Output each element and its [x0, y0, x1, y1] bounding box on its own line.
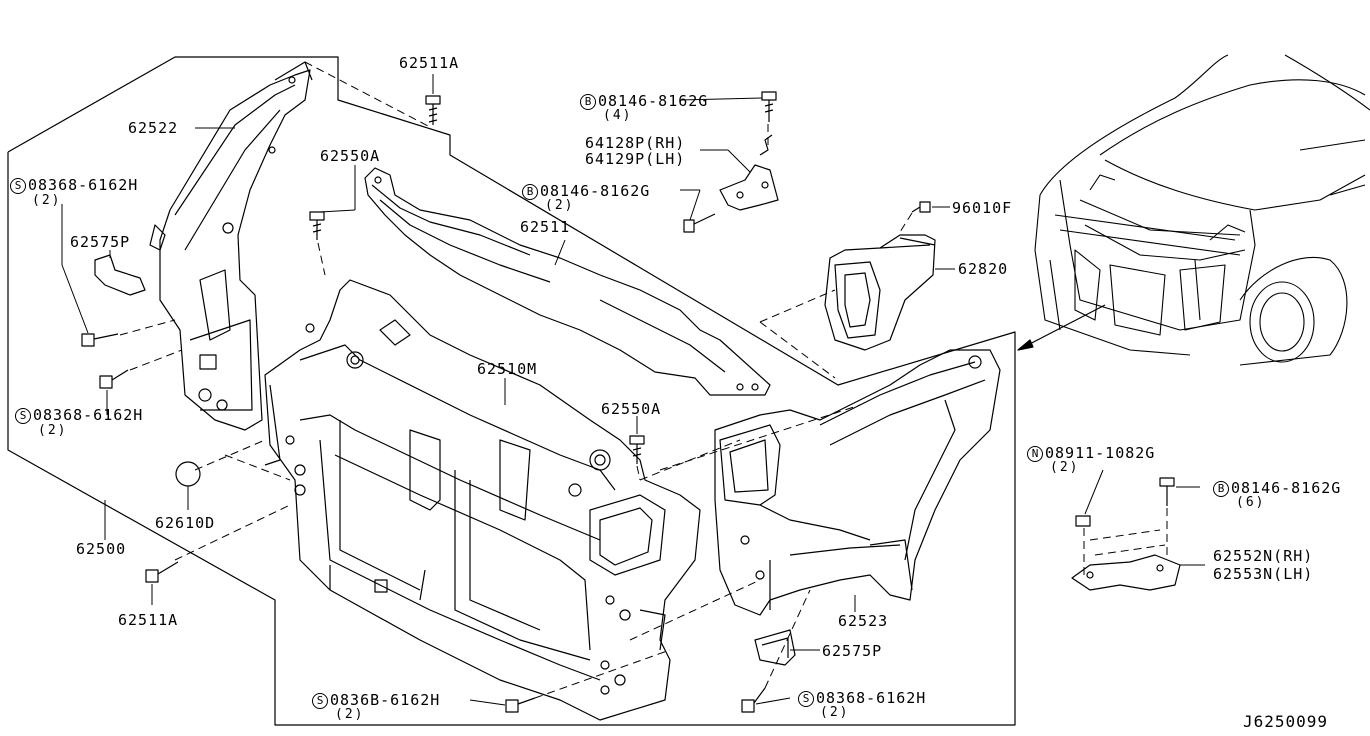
qty-08911: (2): [1050, 460, 1080, 475]
qty-08368-bottom-right: (2): [820, 705, 850, 720]
leader-lines: [62, 74, 1205, 705]
label-62522: 62522: [128, 119, 179, 137]
symbol-s-icon: S: [10, 178, 26, 194]
part-62510M-core-support: [265, 280, 700, 720]
label-62550A-mid: 62550A: [601, 400, 662, 418]
label-64128P: 64128P(RH): [585, 134, 686, 152]
label-62552N: 62552N(RH): [1213, 547, 1314, 565]
qty-08146-right: (6): [1236, 495, 1266, 510]
qty-0836B-bottom: (2): [335, 707, 365, 722]
symbol-s-icon: S: [312, 693, 328, 709]
label-62510M: 62510M: [477, 360, 538, 378]
diagram-id: J6250099: [1243, 712, 1329, 731]
label-62500: 62500: [76, 540, 127, 558]
dashed-assembly-lines: [120, 62, 1167, 698]
label-62523: 62523: [838, 612, 889, 630]
assembly-boundary: [8, 57, 1015, 725]
label-62820: 62820: [958, 260, 1009, 278]
part-62552N-bracket: [1072, 555, 1180, 590]
label-62511: 62511: [520, 218, 571, 236]
qty-08146-top: (4): [603, 108, 633, 123]
part-64128P-bracket: [720, 135, 778, 210]
symbol-b-icon: B: [580, 94, 596, 110]
symbol-s-icon: S: [798, 691, 814, 707]
part-62523-side-member: [715, 350, 1000, 615]
label-62511A-top: 62511A: [399, 54, 460, 72]
symbol-b-icon: B: [522, 184, 538, 200]
label-62575P-left: 62575P: [70, 233, 131, 251]
symbol-s-icon: S: [15, 408, 31, 424]
label-62550A-top: 62550A: [320, 147, 381, 165]
part-62610D-grommet: [176, 462, 200, 486]
qty-08368-mid-left: (2): [38, 423, 68, 438]
part-62511-upper-bar: [365, 168, 770, 395]
label-62610D: 62610D: [155, 514, 216, 532]
qty-08368-top-left: (2): [32, 193, 62, 208]
part-62522-side-member: [150, 62, 312, 430]
label-64129P: 64129P(LH): [585, 150, 686, 168]
symbol-b-icon: B: [1213, 481, 1229, 497]
part-62820-duct: [825, 235, 935, 350]
qty-08146-mid: (2): [545, 198, 575, 213]
symbol-n-icon: N: [1027, 446, 1043, 462]
label-62511A-bottom: 62511A: [118, 611, 179, 629]
label-62553N: 62553N(LH): [1213, 565, 1314, 583]
vehicle-front-view: [1035, 55, 1370, 365]
label-96010F: 96010F: [952, 199, 1013, 217]
callout-arrow-car: [1022, 305, 1105, 348]
bolts: [82, 92, 1174, 712]
label-62575P-right: 62575P: [822, 642, 883, 660]
